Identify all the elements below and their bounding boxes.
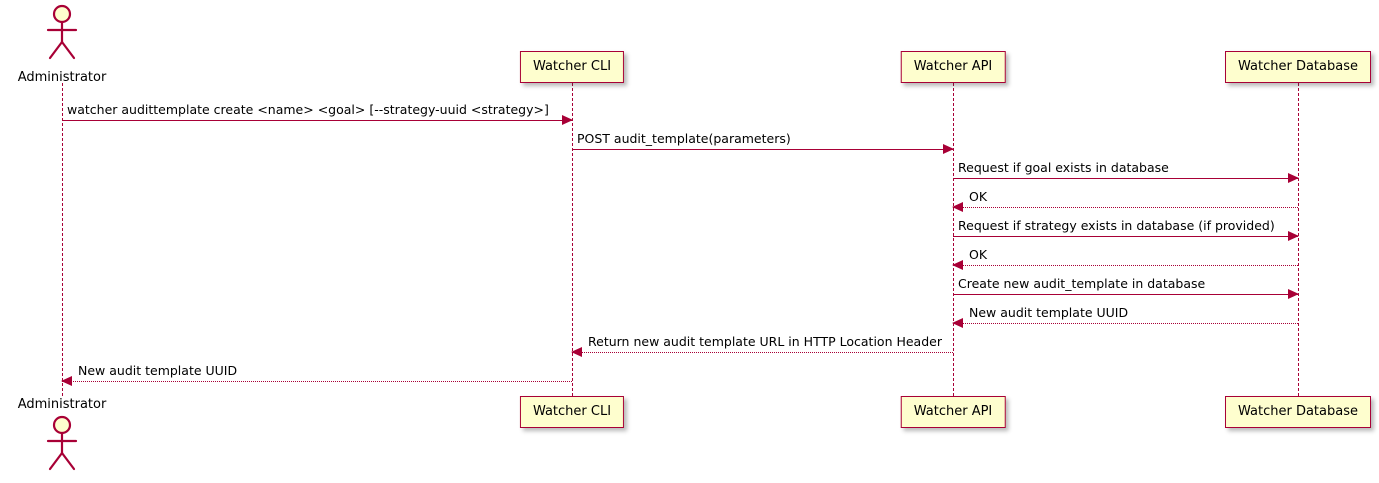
participant-watcher-cli-top[interactable]: Watcher CLI — [519, 51, 625, 83]
lifeline-administrator — [62, 83, 63, 396]
message-label: New audit template UUID — [78, 362, 238, 378]
message-line — [572, 352, 953, 353]
message-line — [572, 149, 953, 150]
message-label: New audit template UUID — [969, 304, 1129, 320]
message-label: POST audit_template(parameters) — [577, 130, 791, 146]
arrow-head-icon — [1288, 173, 1299, 183]
message-line — [62, 120, 572, 121]
message-line — [62, 381, 572, 382]
message-line — [953, 178, 1298, 179]
participant-watcher-cli-bottom[interactable]: Watcher CLI — [519, 396, 625, 428]
message-label: watcher audittemplate create <name> <goa… — [67, 101, 549, 117]
participant-watcher-db-bottom[interactable]: Watcher Database — [1225, 396, 1371, 428]
message-line — [953, 265, 1298, 266]
actor-label-administrator-top: Administrator — [17, 70, 107, 85]
actor-administrator-top[interactable] — [40, 4, 84, 60]
message-line — [953, 323, 1298, 324]
participant-watcher-api-bottom[interactable]: Watcher API — [900, 396, 1006, 428]
message-label: OK — [969, 246, 988, 262]
message-label: OK — [969, 188, 988, 204]
message-line — [953, 294, 1298, 295]
arrow-head-icon — [61, 376, 72, 386]
message-line — [953, 207, 1298, 208]
lifeline-watcher-api — [953, 83, 954, 396]
actor-administrator-bottom[interactable] — [40, 415, 84, 471]
arrow-head-icon — [1288, 289, 1299, 299]
arrow-head-icon — [571, 347, 582, 357]
message-label: Request if goal exists in database — [958, 159, 1169, 175]
arrow-head-icon — [562, 115, 573, 125]
lifeline-watcher-cli — [572, 83, 573, 396]
arrow-head-icon — [943, 144, 954, 154]
arrow-head-icon — [952, 260, 963, 270]
arrow-head-icon — [952, 202, 963, 212]
arrow-head-icon — [952, 318, 963, 328]
message-label: Create new audit_template in database — [958, 275, 1206, 291]
participant-watcher-db-top[interactable]: Watcher Database — [1225, 51, 1371, 83]
arrow-head-icon — [1288, 231, 1299, 241]
message-label: Request if strategy exists in database (… — [958, 217, 1275, 233]
participant-watcher-api-top[interactable]: Watcher API — [900, 51, 1006, 83]
actor-label-administrator-bottom: Administrator — [17, 397, 107, 412]
message-line — [953, 236, 1298, 237]
message-label: Return new audit template URL in HTTP Lo… — [588, 333, 942, 349]
